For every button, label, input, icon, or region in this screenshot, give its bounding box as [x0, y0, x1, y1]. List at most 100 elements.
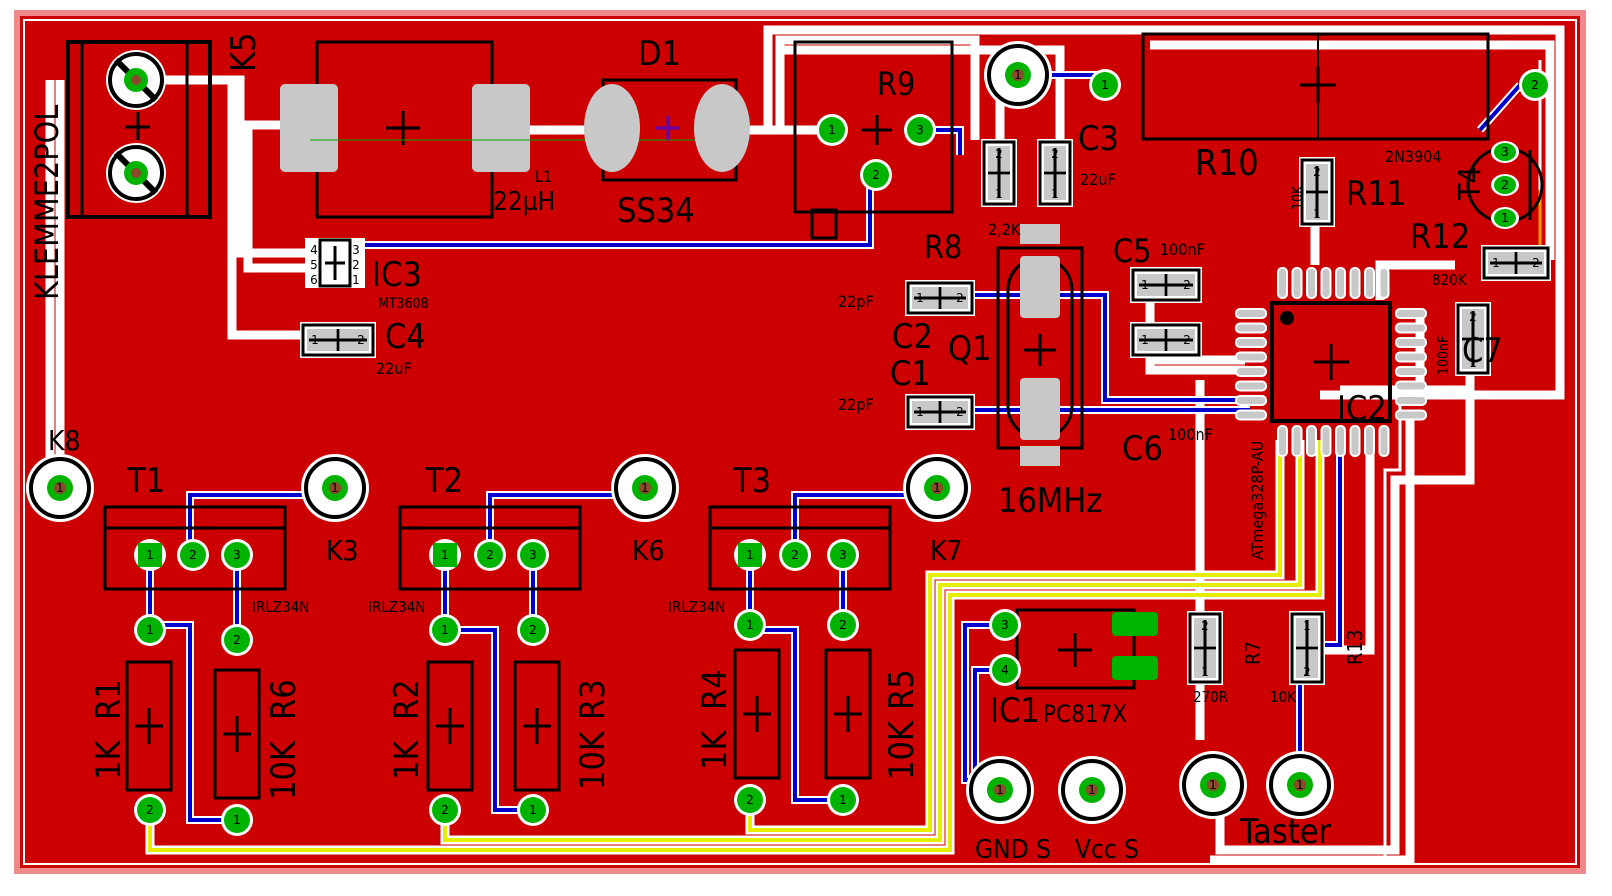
- pad-number: 2: [529, 623, 537, 637]
- r9-pad-2: 2: [860, 159, 892, 191]
- c3-part: 21: [1037, 139, 1073, 207]
- pad-number: 1: [331, 481, 339, 495]
- ic1-value-label: PC817X: [1043, 700, 1127, 728]
- pad-number: 1: [933, 481, 941, 495]
- pad-number: 1: [1014, 68, 1022, 82]
- pad-number: 3: [233, 548, 241, 562]
- t4-label: T4: [1453, 166, 1488, 201]
- k3-label: K3: [326, 534, 359, 567]
- r6-label: R6: [264, 679, 304, 720]
- r3-value-label: 10K: [573, 730, 613, 790]
- pad-number: 2: [791, 548, 799, 562]
- pad-number: 3: [529, 548, 537, 562]
- pad-number: 1: [1209, 778, 1217, 792]
- r11-value-label: 10K: [1290, 185, 1306, 210]
- pad-number: 1: [916, 405, 924, 419]
- ic1-optocoupler: [1015, 608, 1158, 690]
- t4-pad-2: 2: [1491, 174, 1519, 196]
- r7-value-label: 270R: [1193, 688, 1228, 706]
- c4-label: C4: [385, 317, 426, 357]
- gnd-s-label: GND S: [975, 835, 1051, 865]
- pad-number: 1: [146, 548, 154, 562]
- c3-label: C3: [1078, 119, 1119, 159]
- pad-number: 2: [233, 633, 241, 647]
- t4-pad-3: 3: [1491, 141, 1519, 163]
- pad-number: 1: [1313, 207, 1321, 221]
- c6-value-label: 100nF: [1168, 425, 1213, 444]
- k7-label: K7: [930, 534, 963, 567]
- vcc-s-label: Vcc S: [1075, 835, 1139, 865]
- r5-body: [824, 648, 872, 780]
- pad-number: 1: [441, 548, 449, 562]
- r11-label: R11: [1346, 174, 1406, 214]
- r9-pad-3: 3: [904, 114, 936, 146]
- pad-number: 1: [1088, 783, 1096, 797]
- r12-value-label: 820K: [1432, 271, 1468, 289]
- pad-number: 3: [1001, 618, 1009, 632]
- q1-label: Q1: [948, 329, 992, 369]
- t2-label: T2: [424, 461, 463, 501]
- vcc-s-pad: 1: [1058, 756, 1126, 824]
- r12-label: R12: [1410, 217, 1470, 257]
- pad-number: 3: [1501, 145, 1509, 159]
- t3-pad-3: 3: [827, 539, 859, 571]
- pad-number: 2: [746, 793, 754, 807]
- pad-number: 1: [916, 291, 924, 305]
- taster-pad-2: 1: [1266, 751, 1334, 819]
- k6-pad: 1: [611, 454, 679, 522]
- taster-pad-1: 1: [1179, 751, 1247, 819]
- ic3-pin-number: 3: [352, 243, 360, 257]
- pad-number: 2: [1183, 278, 1191, 292]
- t3-pad-1: 1: [734, 539, 766, 571]
- r1-pad-1: 1: [134, 614, 166, 646]
- r3-body: [513, 660, 561, 792]
- r8-part: 21: [981, 139, 1017, 207]
- ic3-label: IC3: [372, 255, 422, 295]
- c7-label: C7: [1462, 331, 1503, 371]
- r7-label: R7: [1241, 641, 1265, 665]
- t3-value-label: IRLZ34N: [668, 598, 725, 616]
- pad-number: 1: [529, 803, 537, 817]
- pad-number: 3: [916, 123, 924, 137]
- pad-number: 1: [828, 123, 836, 137]
- pad-number: 2: [441, 803, 449, 817]
- r4-pad-2: 2: [734, 784, 766, 816]
- r6-body: [213, 668, 261, 800]
- k7-pad: 1: [903, 454, 971, 522]
- r4-value-label: 1K: [695, 730, 735, 770]
- t4-value-label: 2N3904: [1385, 147, 1442, 166]
- c2-value-label: 22pF: [838, 292, 874, 311]
- ic1-label: IC1: [990, 691, 1040, 731]
- pad-number: 1: [233, 813, 241, 827]
- t2-pad-2: 2: [474, 539, 506, 571]
- pad-number: 1: [1469, 356, 1477, 370]
- r3-pad-1: 1: [517, 794, 549, 826]
- pad-number: 1: [1492, 256, 1500, 270]
- pad-number: 1: [839, 793, 847, 807]
- q1-value-label: 16MHz: [998, 481, 1102, 521]
- pad-number: 1: [1303, 619, 1311, 633]
- pad-number: 1: [311, 333, 319, 347]
- r8-value-label: 2,2K: [988, 220, 1021, 239]
- ic1-pad-4: 4: [989, 654, 1021, 686]
- l1-label: L1: [535, 167, 552, 186]
- pad-number: 1: [441, 623, 449, 637]
- r13-part: 12: [1289, 611, 1325, 685]
- pad-number: 2: [995, 147, 1003, 161]
- r1-pad-2: 2: [134, 794, 166, 826]
- pad-number: 1: [996, 783, 1004, 797]
- ic3-pin-number: 5: [310, 258, 318, 272]
- l1-value-label: 22µH: [493, 187, 555, 217]
- ic3-pin-number: 4: [310, 243, 318, 257]
- pad-number: 1: [1501, 211, 1509, 225]
- r10-pad-1: 1: [1089, 69, 1121, 101]
- k3-pad: 1: [301, 454, 369, 522]
- pad-number: 1: [1051, 187, 1059, 201]
